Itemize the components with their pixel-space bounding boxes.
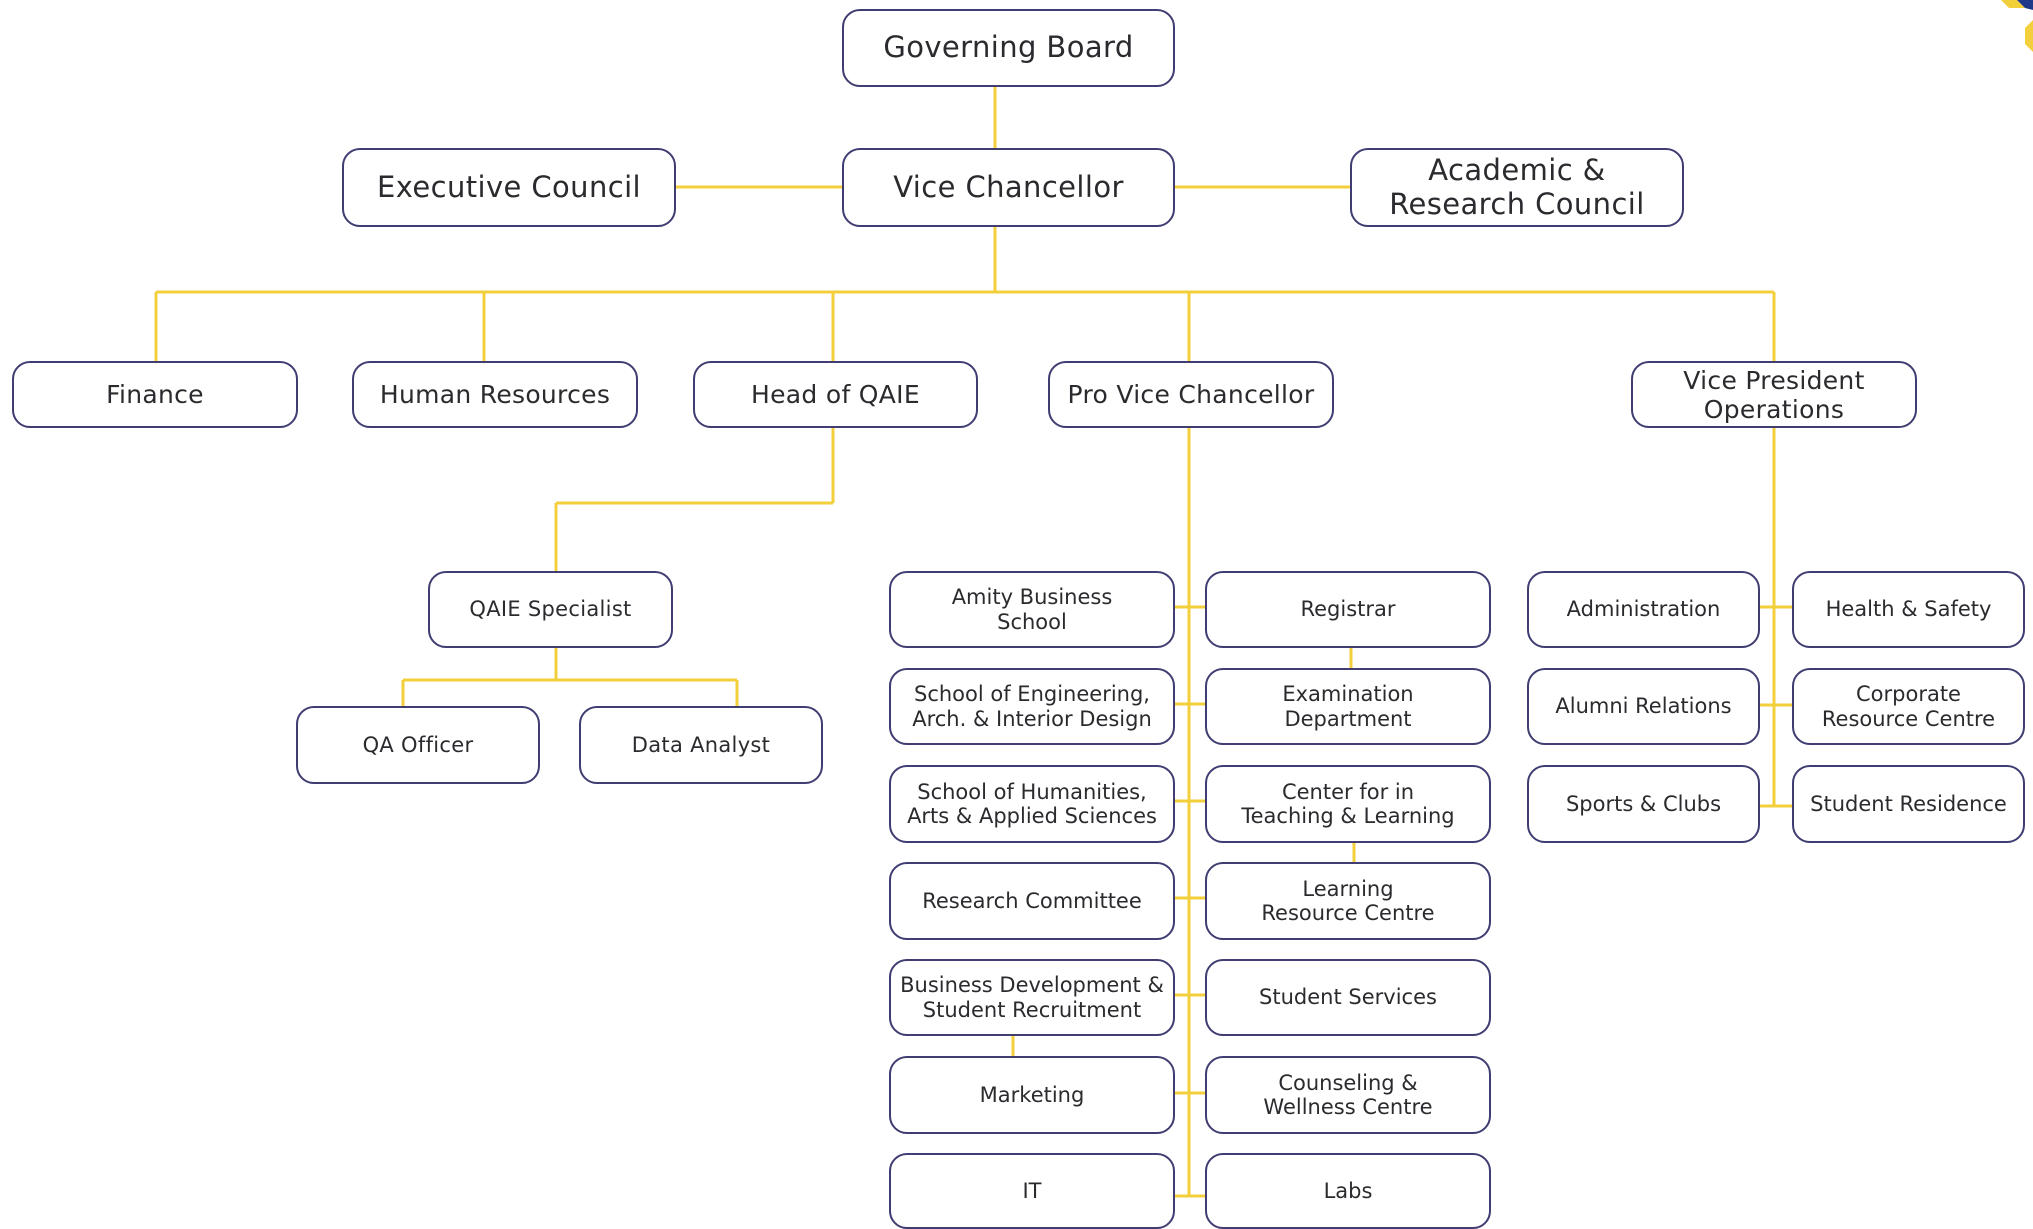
marketing-box: Marketing xyxy=(889,1056,1175,1134)
executive-council-box: Executive Council xyxy=(342,148,676,227)
school-humanities-box: School of Humanities, Arts & Applied Sci… xyxy=(889,765,1175,843)
vp-operations-box: Vice President Operations xyxy=(1631,361,1917,428)
corporate-resource-centre-box: Corporate Resource Centre xyxy=(1792,668,2025,745)
governing-board-box: Governing Board xyxy=(842,9,1175,87)
qaie-specialist-box: QAIE Specialist xyxy=(428,571,673,648)
data-analyst-box: Data Analyst xyxy=(579,706,823,784)
corner-logo-graphic xyxy=(2001,0,2033,52)
administration-box: Administration xyxy=(1527,571,1760,648)
sports-clubs-box: Sports & Clubs xyxy=(1527,765,1760,843)
research-committee-box: Research Committee xyxy=(889,862,1175,940)
student-services-box: Student Services xyxy=(1205,959,1491,1036)
human-resources-box: Human Resources xyxy=(352,361,638,428)
business-development-box: Business Development & Student Recruitme… xyxy=(889,959,1175,1036)
school-engineering-box: School of Engineering, Arch. & Interior … xyxy=(889,668,1175,745)
head-of-qaie-box: Head of QAIE xyxy=(693,361,978,428)
vice-chancellor-box: Vice Chancellor xyxy=(842,148,1175,227)
it-box: IT xyxy=(889,1153,1175,1229)
finance-box: Finance xyxy=(12,361,298,428)
amity-business-school-box: Amity Business School xyxy=(889,571,1175,648)
center-teaching-learning-box: Center for in Teaching & Learning xyxy=(1205,765,1491,843)
qa-officer-box: QA Officer xyxy=(296,706,540,784)
health-safety-box: Health & Safety xyxy=(1792,571,2025,648)
registrar-box: Registrar xyxy=(1205,571,1491,648)
pro-vice-chancellor-box: Pro Vice Chancellor xyxy=(1048,361,1334,428)
examination-department-box: Examination Department xyxy=(1205,668,1491,745)
student-residence-box: Student Residence xyxy=(1792,765,2025,843)
counseling-wellness-box: Counseling & Wellness Centre xyxy=(1205,1056,1491,1134)
alumni-relations-box: Alumni Relations xyxy=(1527,668,1760,745)
learning-resource-centre-box: Learning Resource Centre xyxy=(1205,862,1491,940)
academic-research-council-box: Academic & Research Council xyxy=(1350,148,1684,227)
labs-box: Labs xyxy=(1205,1153,1491,1229)
